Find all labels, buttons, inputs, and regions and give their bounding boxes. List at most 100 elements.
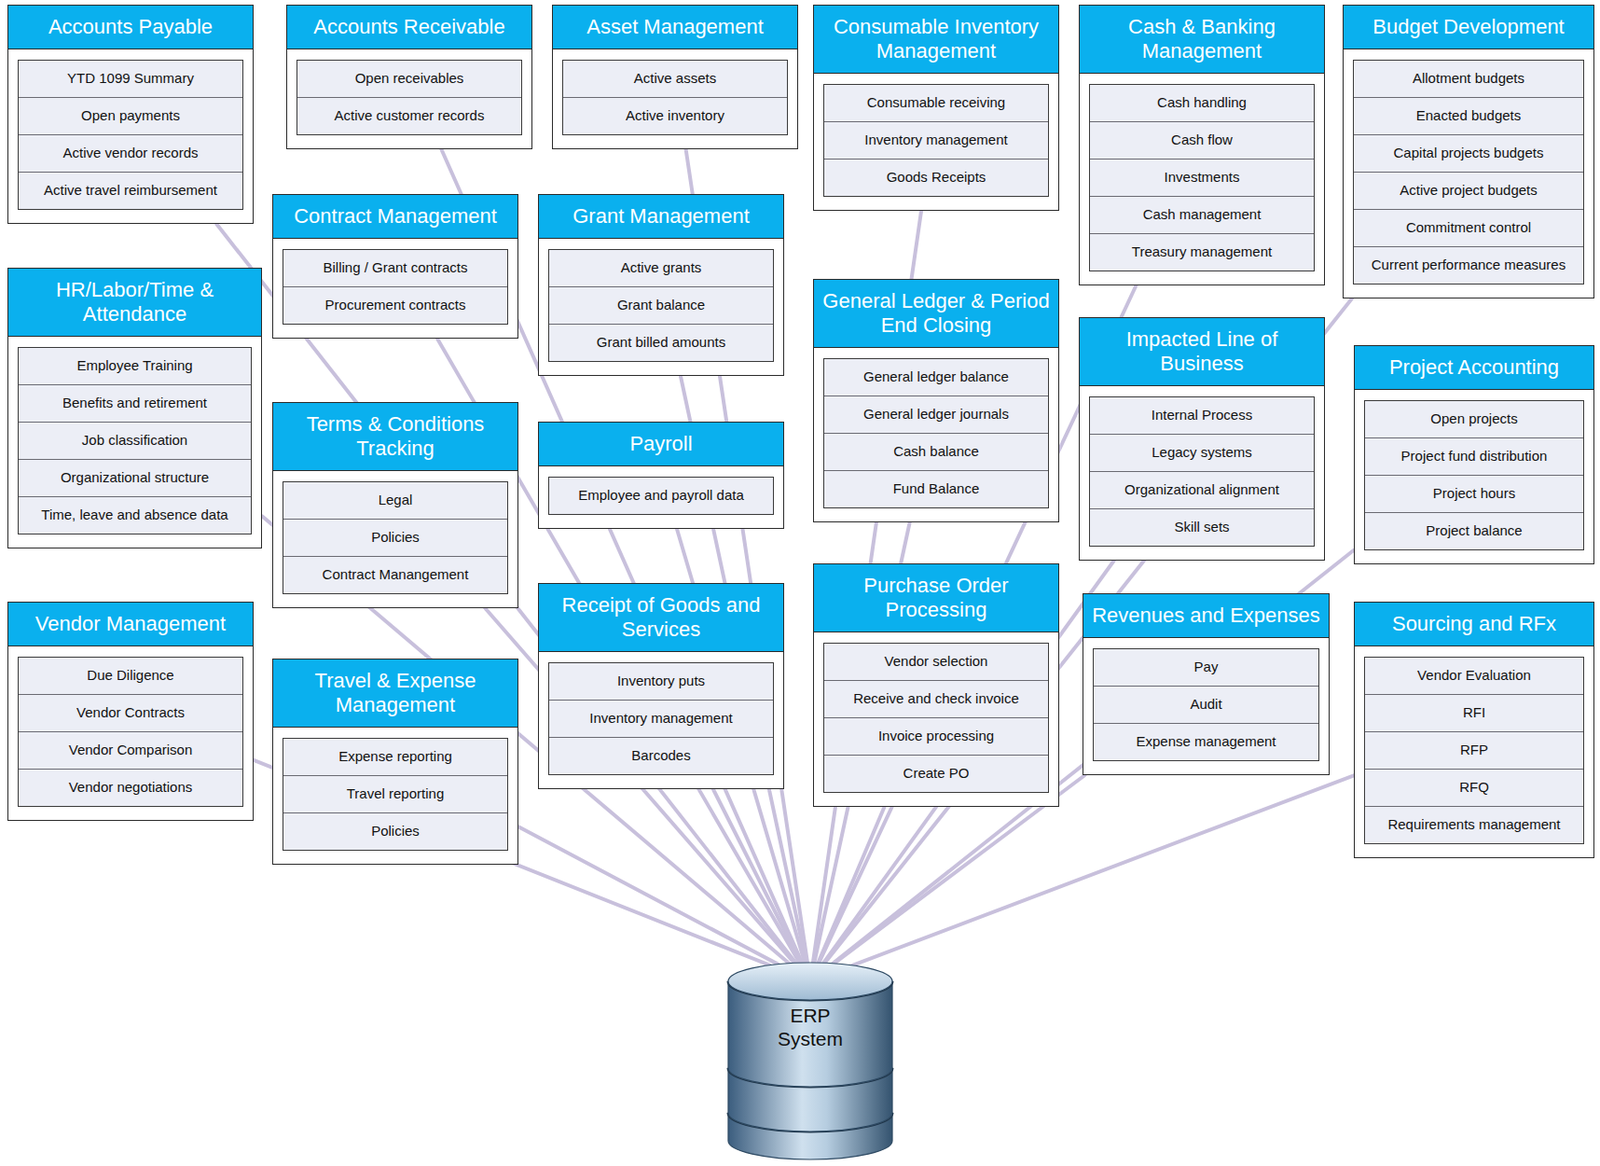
item-box: Policies [283,518,508,556]
database-label: ERP System [765,1003,856,1050]
item-list: Vendor selectionReceive and check invoic… [823,642,1049,793]
item-list: Expense reportingTravel reportingPolicie… [282,737,509,851]
item-box: Goods Receipts [824,158,1049,196]
item-box: Fund Balance [824,469,1049,508]
item-label: Contract Manangement [283,556,508,594]
item-label: Job classification [18,422,251,459]
item-box: Cash handling [1089,84,1314,122]
item-label: Active customer records [297,97,522,135]
module-box: HR/Labor/Time & AttendanceEmployee Train… [7,267,263,549]
item-label: Internal Process [1089,397,1314,434]
module-title: Revenues and Expenses [1083,593,1329,638]
item-box: General ledger balance [824,358,1049,396]
item-box: Cash flow [1089,121,1314,159]
item-label: General ledger balance [824,358,1049,396]
module-box: Cash & Banking ManagementCash handlingCa… [1078,4,1325,286]
item-box: Receive and check invoice [824,679,1049,718]
item-box: Vendor negotiations [18,768,243,806]
item-list: YTD 1099 SummaryOpen paymentsActive vend… [17,59,244,210]
item-label: Receive and check invoice [824,680,1049,718]
item-list: Allotment budgetsEnacted budgetsCapital … [1352,59,1585,285]
item-box: Project hours [1365,474,1584,512]
item-box: Treasury management [1089,233,1314,271]
item-list: Internal ProcessLegacy systemsOrganizati… [1089,396,1315,547]
item-list: Employee TrainingBenefits and retirement… [17,346,252,535]
item-box: Billing / Grant contracts [283,249,508,287]
item-box: Policies [283,812,508,850]
item-box: Procurement contracts [283,286,508,324]
item-label: Create PO [824,755,1049,792]
item-box: Capital projects budgets [1353,134,1584,172]
item-list: Active assetsActive inventory [562,59,788,136]
item-label: Active vendor records [18,135,243,172]
item-list: PayAuditExpense management [1092,648,1320,761]
item-label: Organizational structure [18,459,251,497]
item-box: Open projects [1365,400,1584,438]
item-label: Pay [1093,648,1319,686]
module-title: Receipt of Goods and Services [538,583,784,652]
item-box: Barcodes [549,736,773,774]
item-label: RFP [1365,731,1584,769]
item-label: Employee and payroll data [549,477,773,514]
item-label: Treasury management [1089,234,1314,271]
cylinder-shape [723,960,897,1161]
item-label: Due Diligence [18,657,243,694]
item-label: Cash handling [1089,84,1314,122]
item-label: Project fund distribution [1365,438,1584,475]
item-box: General ledger journals [824,395,1049,433]
item-box: Employee and payroll data [549,477,773,514]
module-title: Vendor Management [8,602,253,647]
item-box: Audit [1093,685,1319,723]
item-label: Goods Receipts [824,159,1049,196]
module-box: Receipt of Goods and ServicesInventory p… [537,582,785,789]
module-box: Contract ManagementBilling / Grant contr… [272,193,519,339]
item-box: Travel reporting [283,774,508,813]
item-box: Benefits and retirement [18,384,251,422]
item-label: Active project budgets [1353,172,1584,209]
item-label: Inventory management [549,700,773,737]
item-label: Open receivables [297,60,522,97]
item-box: Active project budgets [1353,171,1584,209]
item-box: Active vendor records [18,134,243,172]
item-box: Expense management [1093,722,1319,760]
module-title: Contract Management [273,194,518,239]
item-label: Vendor Contracts [18,694,243,732]
item-box: Allotment budgets [1353,60,1584,97]
module-title: Travel & Expense Management [273,659,518,728]
item-box: Organizational alignment [1089,470,1314,509]
item-label: Cash flow [1089,122,1314,159]
item-box: Vendor selection [824,643,1049,680]
item-box: Project balance [1365,511,1584,550]
module-title: General Ledger & Period End Closing [813,279,1059,348]
item-box: RFI [1365,693,1584,732]
item-box: Job classification [18,421,251,459]
item-box: Active inventory [563,96,787,135]
item-box: Active customer records [297,96,522,135]
item-label: Current performance measures [1353,247,1584,284]
item-box: Requirements management [1365,805,1584,843]
item-label: Active travel reimbursement [18,172,243,209]
item-label: Procurement contracts [283,287,508,324]
item-box: Pay [1093,648,1319,686]
item-box: Investments [1089,158,1314,196]
item-box: Due Diligence [18,657,243,694]
item-label: Benefits and retirement [18,385,251,422]
item-label: Project balance [1365,512,1584,550]
item-box: Commitment control [1353,208,1584,247]
item-list: Inventory putsInventory managementBarcod… [548,662,774,775]
module-title: Accounts Payable [8,5,253,50]
item-label: Vendor Comparison [18,731,243,769]
item-label: Legacy systems [1089,434,1314,471]
module-box: Sourcing and RFxVendor EvaluationRFIRFPR… [1353,601,1595,858]
module-title: Accounts Receivable [287,5,532,50]
item-label: General ledger journals [824,396,1049,433]
module-box: Purchase Order ProcessingVendor selectio… [813,563,1060,807]
item-label: Active grants [549,249,773,287]
module-box: Accounts PayableYTD 1099 SummaryOpen pay… [7,4,254,224]
item-box: Open receivables [297,60,522,97]
item-label: Employee Training [18,347,251,385]
item-label: Audit [1093,686,1319,723]
item-box: Legacy systems [1089,433,1314,471]
item-box: Inventory management [549,699,773,737]
item-box: Inventory management [824,121,1049,159]
